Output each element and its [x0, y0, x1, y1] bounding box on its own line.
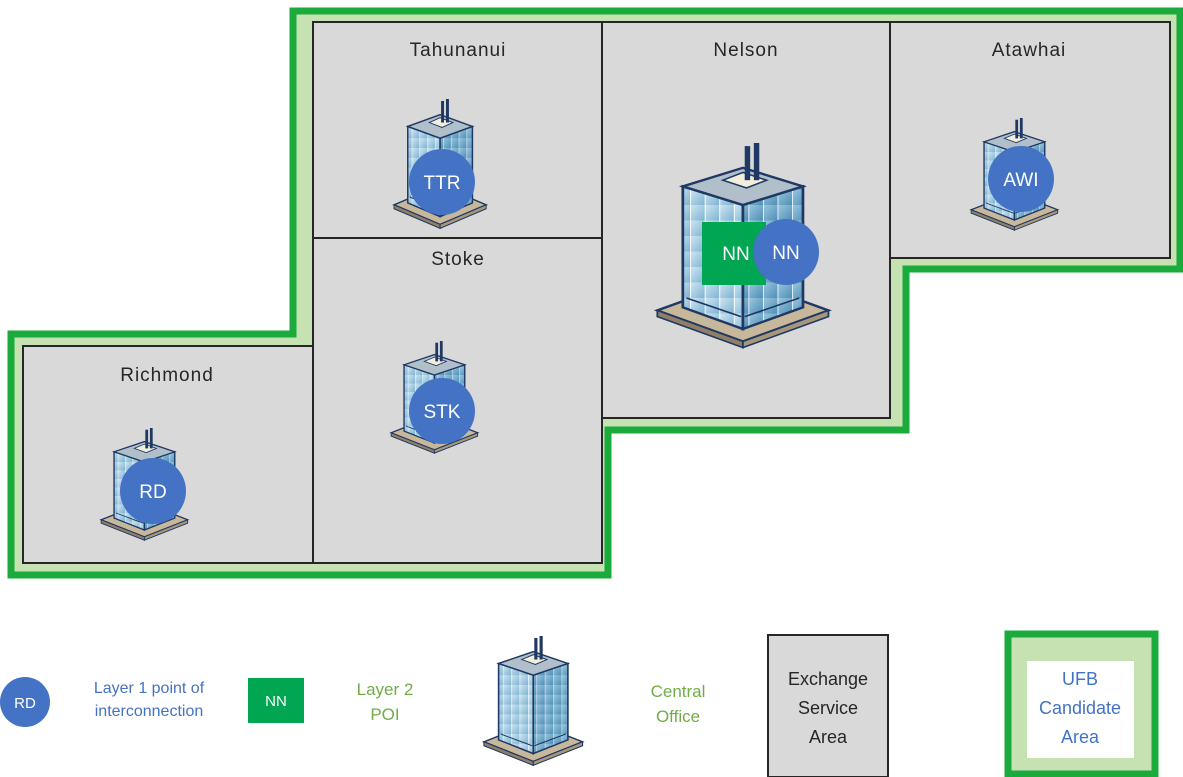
area-label-nelson: Nelson	[713, 40, 778, 61]
area-label-richmond: Richmond	[120, 365, 214, 386]
central-office-building-icon	[483, 635, 584, 767]
legend-layer2-poi: NN Layer 2 POI	[248, 678, 413, 724]
poi-label-stk: STK	[424, 402, 461, 423]
poi-label-rd: RD	[139, 482, 166, 503]
legend-esa-text-line3: Area	[809, 727, 848, 747]
legend-ufb-text-line1: UFB	[1062, 669, 1098, 689]
legend-co-text-line1: Central	[651, 682, 706, 701]
poi-label-nn-layer2: NN	[722, 244, 749, 265]
legend-layer1-text-line1: Layer 1 point of	[94, 680, 205, 697]
poi-awi: AWI	[988, 146, 1054, 212]
poi-ttr: TTR	[409, 149, 475, 215]
poi-label-nn-layer1: NN	[772, 243, 799, 264]
legend: RD Layer 1 point of interconnection NN L…	[0, 630, 1159, 777]
legend-layer1-poi: RD Layer 1 point of interconnection	[0, 677, 205, 727]
legend-layer2-symbol-label: NN	[265, 693, 287, 710]
legend-layer2-text-line2: POI	[370, 705, 399, 724]
area-label-atawhai: Atawhai	[992, 40, 1067, 61]
legend-layer1-symbol-label: RD	[14, 695, 36, 712]
legend-esa-text-line1: Exchange	[788, 669, 868, 689]
poi-rd: RD	[120, 458, 186, 524]
legend-layer2-symbol	[248, 678, 304, 723]
legend-co-text-line2: Office	[656, 707, 700, 726]
legend-layer2-text-line1: Layer 2	[357, 680, 414, 699]
poi-label-awi: AWI	[1003, 170, 1038, 191]
legend-ufb-text-line3: Area	[1061, 727, 1100, 747]
poi-label-ttr: TTR	[424, 173, 461, 194]
area-label-tahunanui: Tahunanui	[410, 40, 507, 61]
poi-stk: STK	[409, 378, 475, 444]
legend-layer1-text-line2: interconnection	[95, 703, 204, 720]
legend-ufb-text-line2: Candidate	[1039, 698, 1121, 718]
legend-esa-symbol	[767, 634, 889, 777]
legend-ufb-candidate-area: UFB Candidate Area	[1004, 630, 1159, 777]
legend-exchange-service-area: Exchange Service Area	[767, 634, 889, 777]
legend-esa-text-line2: Service	[798, 698, 858, 718]
legend-layer1-symbol	[0, 677, 50, 727]
area-label-stoke: Stoke	[431, 249, 485, 270]
legend-central-office: Central Office	[483, 635, 706, 767]
poi-nn-layer1: NN	[753, 219, 819, 285]
